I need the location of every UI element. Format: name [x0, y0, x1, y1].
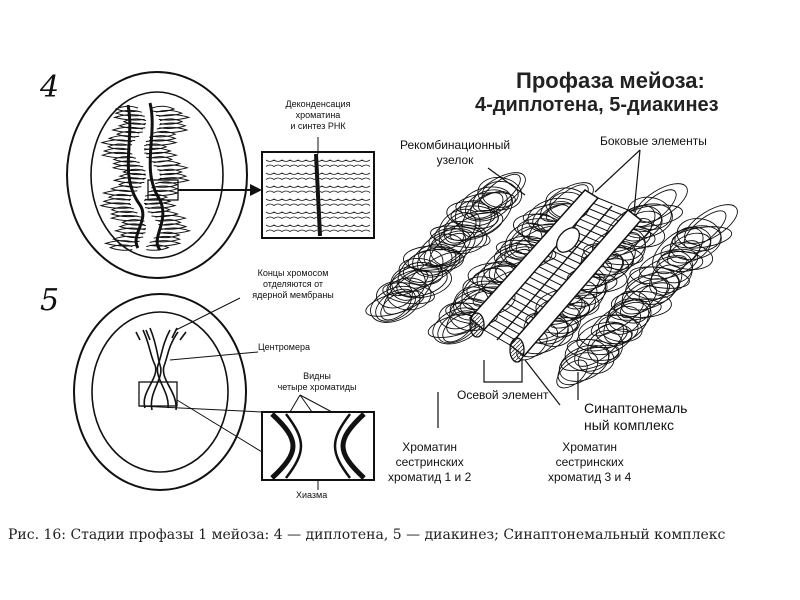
diakinesis-nucleus [74, 294, 246, 490]
label-decondensation: Деконденсация хроматина и синтез РНК [268, 99, 368, 132]
label-four-chromatids: Видны четыре хроматиды [262, 371, 372, 393]
label-chromosome-ends: Концы хромосом отделяются от ядерной мем… [238, 268, 348, 301]
panel-number-4: 4 [40, 70, 59, 105]
synaptonemal-complex [363, 165, 743, 393]
arrow-to-inset-4 [178, 184, 262, 196]
label-chiasma: Хиазма [296, 490, 327, 501]
label-centromere: Центромера [258, 342, 310, 353]
title-line-1: Профаза мейоза: [516, 68, 705, 94]
bivalent [136, 328, 186, 410]
inset-chromatin-decondensation [262, 152, 374, 238]
label-chromatin-3-4: Хроматин сестринских хроматид 3 и 4 [548, 440, 631, 485]
label-recombination-nodule: Рекомбинационный узелок [400, 138, 510, 168]
label-lateral-elements: Боковые элементы [600, 134, 707, 149]
figure-caption: Рис. 16: Стадии профазы 1 мейоза: 4 — ди… [8, 527, 725, 543]
label-axial-element: Осевой элемент [457, 388, 549, 403]
label-chromatin-1-2: Хроматин сестринских хроматид 1 и 2 [388, 440, 471, 485]
label-synaptonemal-complex: Синаптонемаль ный комплекс [584, 400, 687, 434]
panel-number-5: 5 [40, 283, 59, 318]
inset-chiasma [262, 412, 374, 480]
title-line-2: 4-диплотена, 5-диакинез [475, 94, 719, 117]
diplotene-chromosome [101, 103, 189, 250]
